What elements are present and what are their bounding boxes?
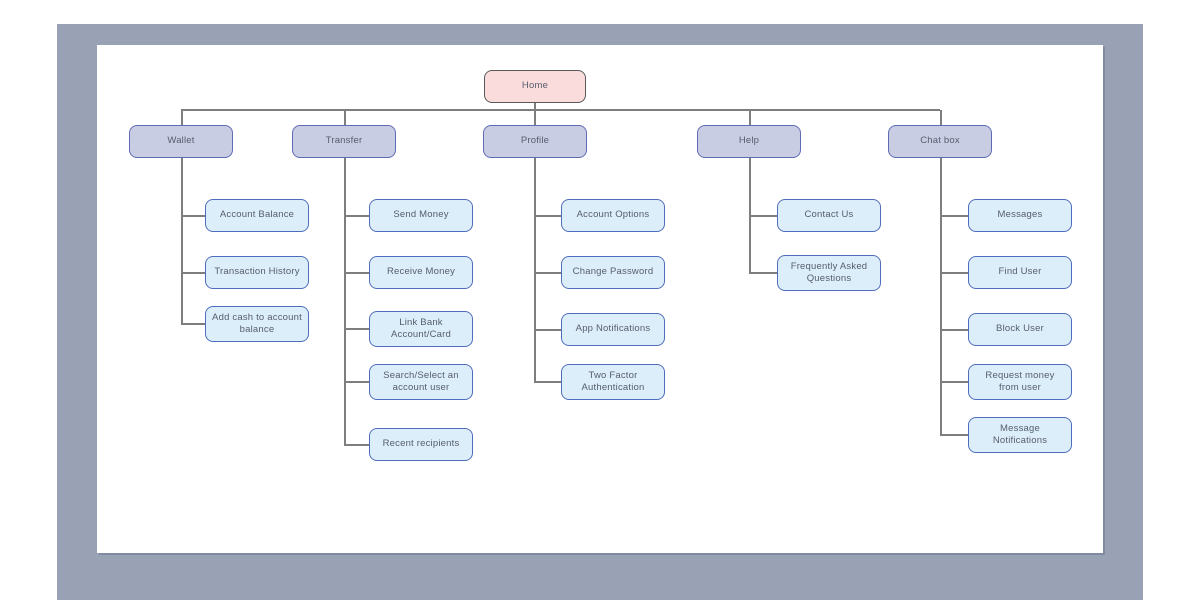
node-find-user[interactable]: Find User xyxy=(968,256,1072,289)
node-request-money-from-user[interactable]: Request money from user xyxy=(968,364,1072,400)
connector-line xyxy=(344,381,369,383)
node-contact-us[interactable]: Contact Us xyxy=(777,199,881,232)
node-chat-box[interactable]: Chat box xyxy=(888,125,992,158)
node-link-bank-account-card[interactable]: Link Bank Account/Card xyxy=(369,311,473,347)
connector-line xyxy=(181,110,183,125)
node-account-options[interactable]: Account Options xyxy=(561,199,665,232)
connector-line xyxy=(534,272,561,274)
connector-line xyxy=(940,434,968,436)
connector-line xyxy=(344,158,346,445)
connector-line xyxy=(534,329,561,331)
node-receive-money[interactable]: Receive Money xyxy=(369,256,473,289)
node-profile[interactable]: Profile xyxy=(483,125,587,158)
connector-line xyxy=(344,215,369,217)
connector-line xyxy=(940,215,968,217)
node-two-factor-authentication[interactable]: Two Factor Authentication xyxy=(561,364,665,400)
connector-line xyxy=(181,323,205,325)
node-frequently-asked-questions[interactable]: Frequently Asked Questions xyxy=(777,255,881,291)
connector-line xyxy=(940,272,968,274)
slide-frame: Home Wallet Transfer Profile Help Chat b… xyxy=(57,24,1143,600)
connector-line xyxy=(749,215,777,217)
node-block-user[interactable]: Block User xyxy=(968,313,1072,346)
connector-line xyxy=(534,215,561,217)
node-home[interactable]: Home xyxy=(484,70,586,103)
connector-line xyxy=(181,272,205,274)
node-message-notifications[interactable]: Message Notifications xyxy=(968,417,1072,453)
node-change-password[interactable]: Change Password xyxy=(561,256,665,289)
connector-line xyxy=(940,158,942,435)
node-help[interactable]: Help xyxy=(697,125,801,158)
connector-line xyxy=(181,109,940,111)
connector-line xyxy=(534,158,536,382)
connector-line xyxy=(344,110,346,125)
diagram-canvas: Home Wallet Transfer Profile Help Chat b… xyxy=(97,45,1103,553)
connector-line xyxy=(181,215,205,217)
node-app-notifications[interactable]: App Notifications xyxy=(561,313,665,346)
connector-line xyxy=(534,110,536,125)
node-wallet[interactable]: Wallet xyxy=(129,125,233,158)
connector-line xyxy=(940,329,968,331)
connector-line xyxy=(534,381,561,383)
connector-line xyxy=(749,272,777,274)
node-transaction-history[interactable]: Transaction History xyxy=(205,256,309,289)
connector-line xyxy=(940,381,968,383)
connector-line xyxy=(749,110,751,125)
connector-line xyxy=(534,103,536,110)
connector-line xyxy=(344,328,369,330)
node-transfer[interactable]: Transfer xyxy=(292,125,396,158)
connector-line xyxy=(344,444,369,446)
connector-line xyxy=(344,272,369,274)
connector-line xyxy=(940,110,942,125)
connector-line xyxy=(181,158,183,324)
node-search-select-an-account-user[interactable]: Search/Select an account user xyxy=(369,364,473,400)
node-account-balance[interactable]: Account Balance xyxy=(205,199,309,232)
node-send-money[interactable]: Send Money xyxy=(369,199,473,232)
node-messages[interactable]: Messages xyxy=(968,199,1072,232)
node-add-cash-to-account-balance[interactable]: Add cash to account balance xyxy=(205,306,309,342)
node-recent-recipients[interactable]: Recent recipients xyxy=(369,428,473,461)
